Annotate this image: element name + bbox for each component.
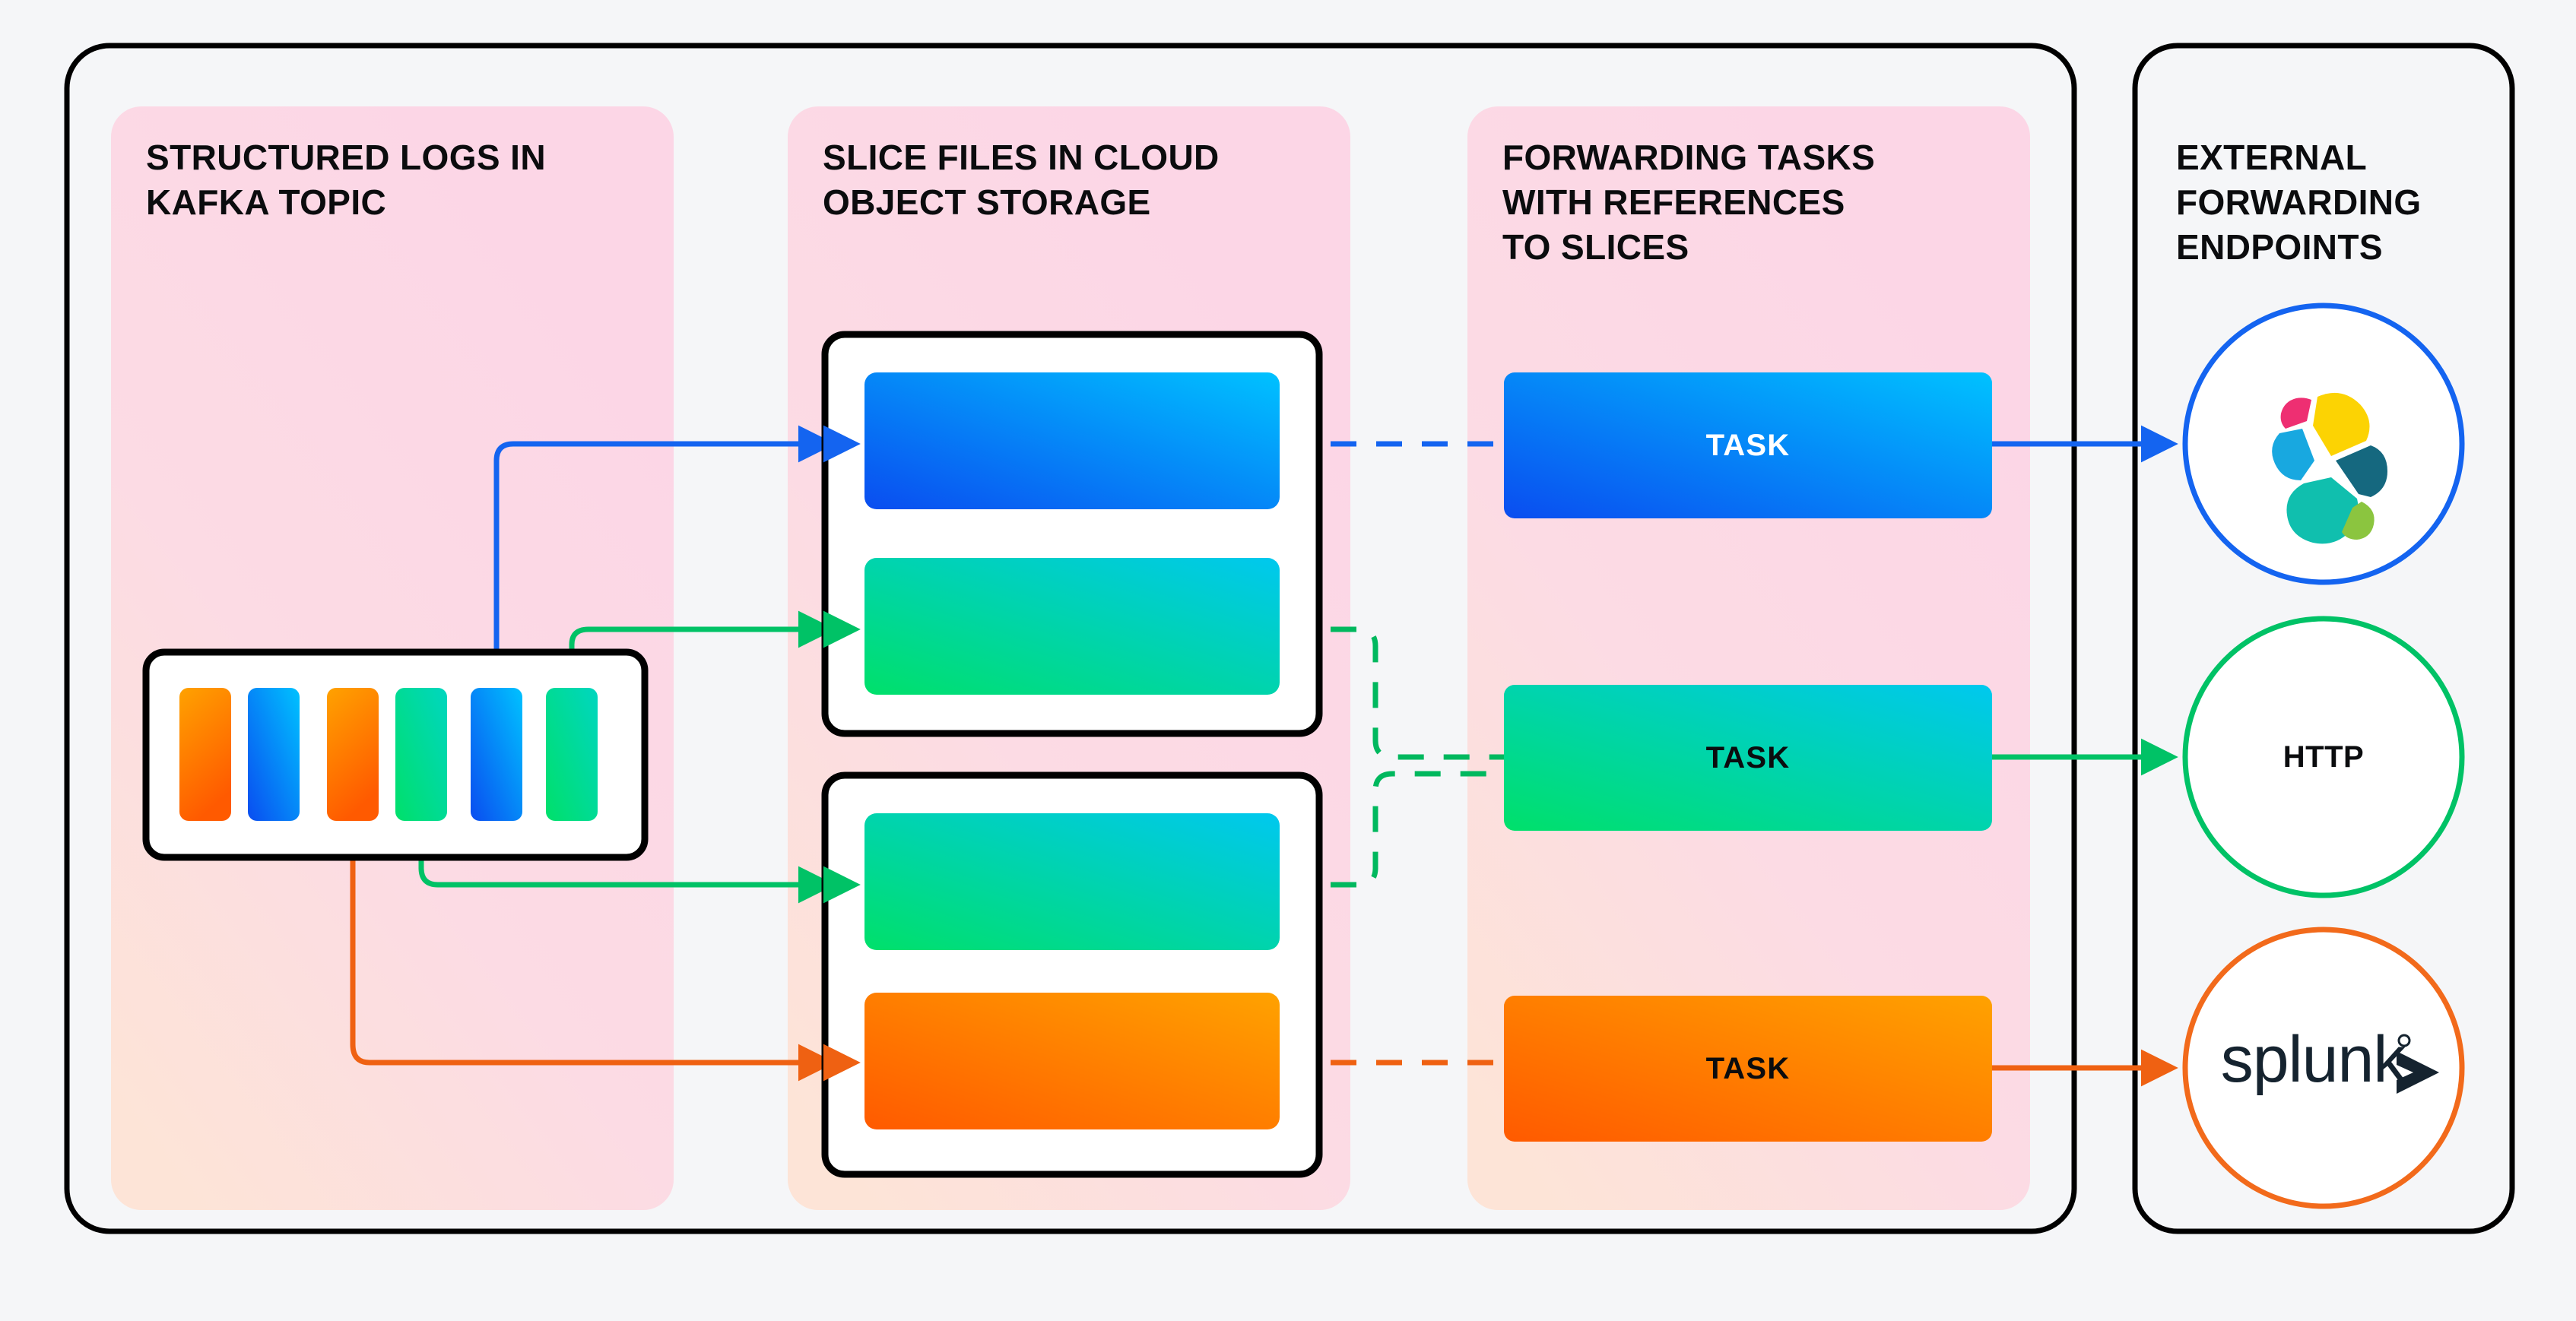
elastic-logo-icon [2272,392,2387,544]
task-box-green[interactable] [1504,685,1992,831]
column-title-kafka: STRUCTURED LOGS IN KAFKA TOPIC [146,138,546,222]
endpoint-circle-splunk[interactable] [2182,927,2465,1209]
slice-1-1[interactable] [864,372,1280,509]
slice-1-2[interactable] [864,558,1280,695]
kafka-message-3[interactable] [327,688,379,821]
connector-kafka-msg5-to-slice1a [493,425,836,688]
endpoint-circle-elastic[interactable] [2182,303,2465,585]
task-box-orange[interactable] [1504,996,1992,1142]
svg-text:splunk: splunk [2221,1023,2407,1096]
kafka-message-4[interactable] [395,688,447,821]
connector-slice2a-to-task-green [1285,771,1504,888]
task-box-blue[interactable] [1504,372,1992,518]
column-title-slices: SLICE FILES IN CLOUD OBJECT STORAGE [823,138,1220,222]
connector-kafka-msg4-to-slice2a [418,821,836,904]
kafka-message-6[interactable] [546,688,598,821]
endpoint-label-http: HTTP [2283,740,2365,774]
connector-kafka-msg6-to-slice1b [569,610,836,688]
connector-slice1b-to-task-green [1285,626,1504,760]
slice-2-2[interactable] [864,993,1280,1129]
column-title-endpoints: EXTERNAL FORWARDING ENDPOINTS [2176,138,2422,267]
main-pipeline-container [64,43,2077,1234]
kafka-message-1[interactable] [179,688,231,821]
endpoint-circle-http[interactable] [2182,616,2465,898]
column-title-tasks: FORWARDING TASKS WITH REFERENCES TO SLIC… [1502,138,1876,267]
kafka-message-5[interactable] [471,688,522,821]
slice-2-1[interactable] [864,813,1280,950]
endpoints-container [2132,43,2515,1234]
splunk-logo-icon: splunk [2221,1023,2439,1096]
kafka-message-2[interactable] [248,688,300,821]
connector-kafka-msg3-to-slice2b [350,821,836,1082]
